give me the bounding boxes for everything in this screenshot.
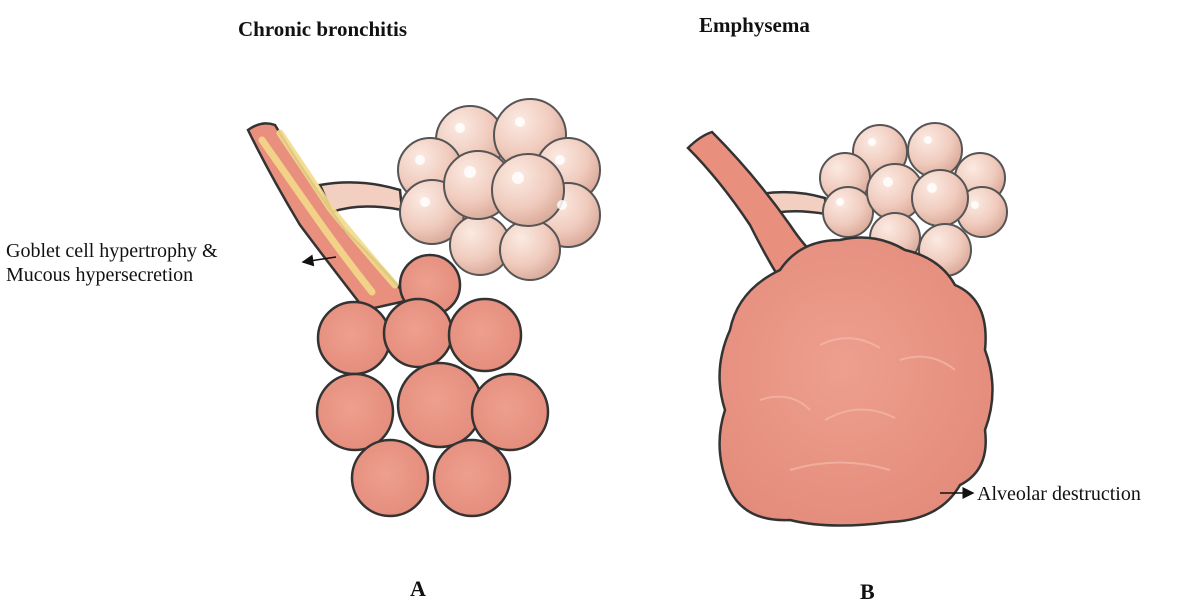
panel-a-letter: A (410, 576, 426, 602)
annotation-alveolar-destruction: Alveolar destruction (977, 482, 1141, 506)
panel-a-illustration (248, 99, 600, 516)
annotation-a-line1: Goblet cell hypertrophy & (6, 239, 218, 263)
annotation-goblet-cell: Goblet cell hypertrophy & Mucous hyperse… (6, 239, 218, 287)
healthy-alveoli-cluster-a (398, 99, 600, 280)
panel-b-letter: B (860, 579, 875, 605)
panel-b-illustration (688, 123, 1007, 526)
enlarged-air-sac-b (720, 238, 993, 526)
annotation-a-line2: Mucous hypersecretion (6, 263, 218, 287)
